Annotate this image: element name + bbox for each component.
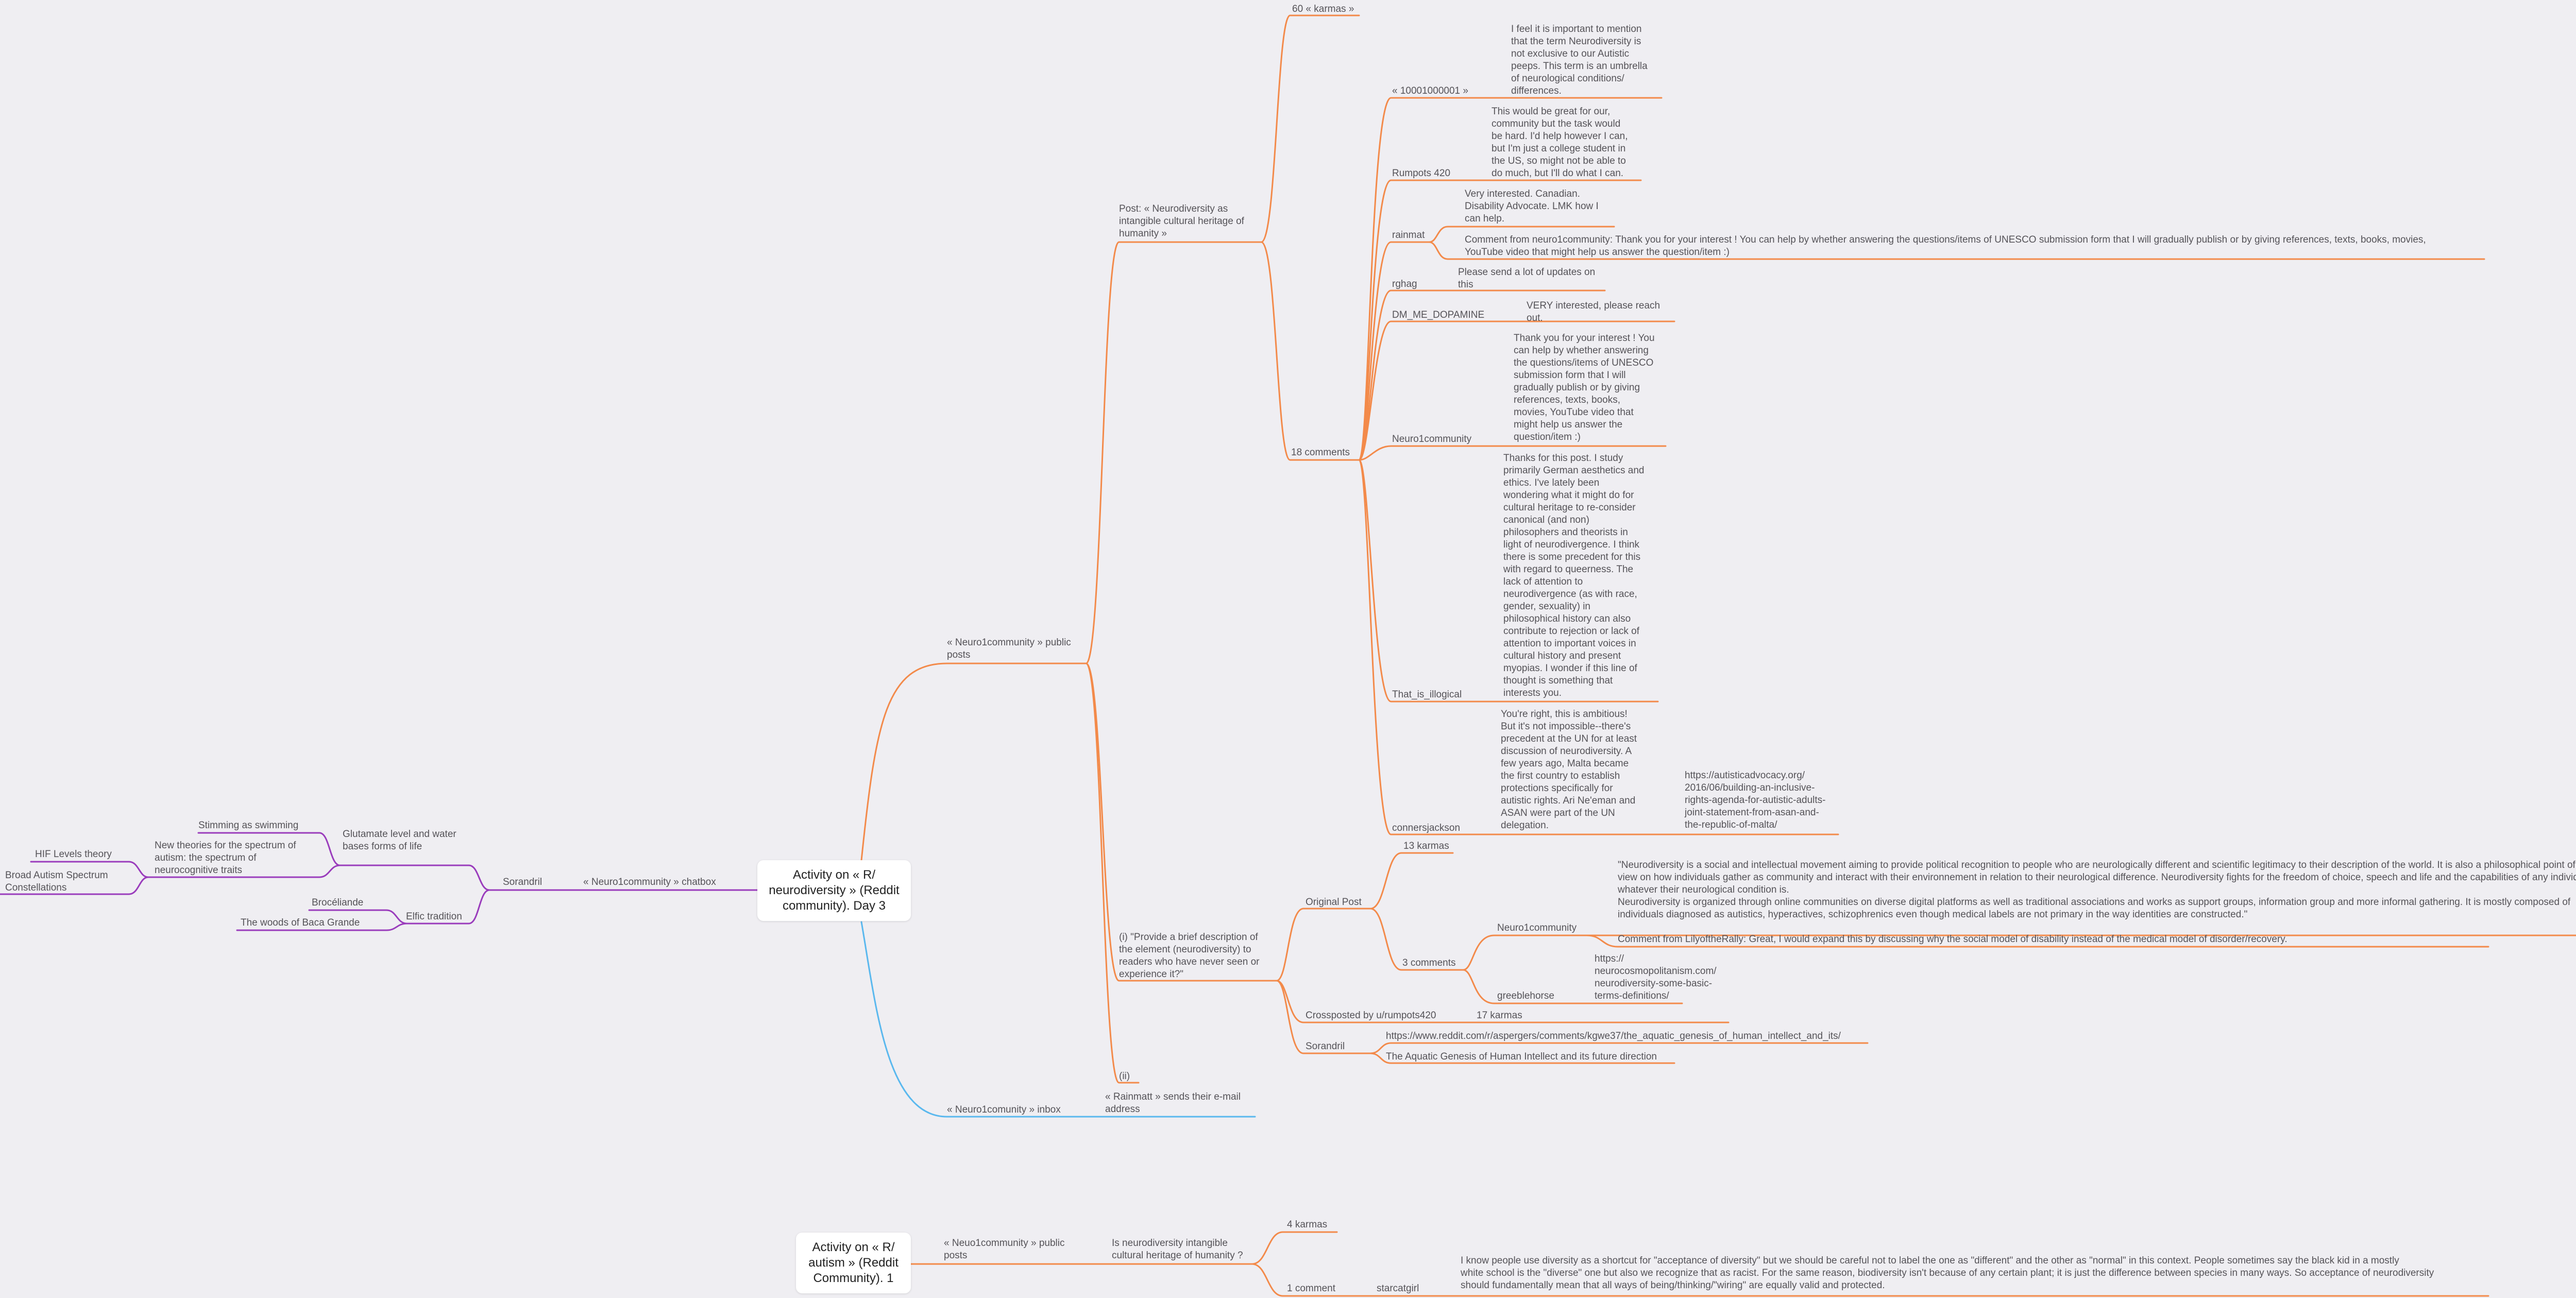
original-post-node[interactable]: Original Post	[1306, 897, 1362, 908]
comment-connersjackson: You're right, this is ambitious! But it'…	[1501, 709, 1637, 831]
comment-rghag: Please send a lot of updates on this	[1458, 267, 1596, 290]
karmas-60-node[interactable]: 60 « karmas »	[1292, 4, 1354, 14]
op-neuro1community-node[interactable]: Neuro1community	[1497, 923, 1577, 933]
sorandril-post-node[interactable]: Sorandril	[1306, 1041, 1345, 1052]
connector-public-posts-post	[1085, 241, 1262, 664]
map2-question-node[interactable]: Is neurodiversity intangible cultural he…	[1112, 1238, 1243, 1261]
connector-post-comments	[1260, 241, 1360, 461]
map2-starcatgirl-node[interactable]: starcatgirl	[1377, 1283, 1419, 1294]
map2-karmas-4-node[interactable]: 4 karmas	[1287, 1219, 1328, 1230]
map2-comment-1-node[interactable]: 1 comment	[1287, 1283, 1335, 1294]
hif-node[interactable]: HIF Levels theory	[35, 849, 112, 860]
connector-root-public-posts	[860, 662, 1087, 861]
connector-public-posts-ii	[1085, 662, 1140, 1084]
broad-node[interactable]: Broad Autism Spectrum Constellations	[5, 870, 108, 893]
commenter-neuro1community[interactable]: Neuro1community	[1392, 434, 1472, 445]
greeblehorse-link[interactable]: https:// neurocosmopolitanism.com/ neuro…	[1595, 953, 1717, 1001]
comment-rumpots: This would be great for our, community b…	[1492, 106, 1628, 179]
comment-neuro1community: Thank you for your interest ! You can he…	[1514, 333, 1655, 442]
inbox-node[interactable]: « Neuro1comunity » inbox	[947, 1104, 1061, 1115]
lily-comment: Comment from LilyoftheRally: Great, I wo…	[1618, 934, 2287, 945]
aquatic-link[interactable]: https://www.reddit.com/r/aspergers/comme…	[1386, 1031, 1841, 1041]
stimming-node[interactable]: Stimming as swimming	[198, 820, 299, 831]
karmas-17-node[interactable]: 17 karmas	[1477, 1010, 1522, 1021]
glutamate-node[interactable]: Glutamate level and water bases forms of…	[343, 829, 456, 852]
connector-post-karmas	[1260, 14, 1360, 243]
map2-starcatgirl-text: I know people use diversity as a shortcu…	[1461, 1255, 2434, 1291]
commenter-rainmat[interactable]: rainmat	[1392, 230, 1425, 241]
baca-node[interactable]: The woods of Baca Grande	[241, 917, 360, 928]
reply-rainmat: Comment from neuro1community: Thank you …	[1465, 234, 2426, 258]
comments-18-node[interactable]: 18 comments	[1291, 447, 1350, 458]
commenter-rghag[interactable]: rghag	[1392, 279, 1417, 289]
comment-that-is-illogical: Thanks for this post. I study primarily …	[1503, 453, 1645, 698]
new-theories-node[interactable]: New theories for the spectrum of autism:…	[155, 840, 296, 876]
greeblehorse-node[interactable]: greeblehorse	[1497, 990, 1554, 1001]
commenter-dm-me-dopamine[interactable]: DM_ME_DOPAMINE	[1392, 310, 1485, 320]
map2-public-posts-node[interactable]: « Neuo1community » public posts	[944, 1238, 1065, 1261]
broceliande-node[interactable]: Brocéliande	[312, 897, 364, 908]
root-node-neurodiversity[interactable]: Activity on « R/ neurodiversity » (Reddi…	[757, 860, 911, 921]
sorandril-chat-node[interactable]: Sorandril	[503, 877, 543, 887]
public-posts-node[interactable]: « Neuro1community » public posts	[947, 637, 1071, 660]
op-neuro1community-text: "Neurodiversity is a social and intellec…	[1618, 860, 2576, 920]
root-node-autism[interactable]: Activity on « R/ autism » (Reddit Commun…	[796, 1233, 911, 1293]
ii-node[interactable]: (ii)	[1119, 1071, 1130, 1082]
connector-root-inbox	[860, 921, 1256, 1118]
elfic-node[interactable]: Elfic tradition	[406, 911, 462, 922]
crossposted-node[interactable]: Crossposted by u/rumpots420	[1306, 1010, 1436, 1021]
rainmatt-email-node[interactable]: « Rainmatt » sends their e-mail address	[1105, 1091, 1241, 1115]
karmas-13-node[interactable]: 13 karmas	[1403, 841, 1449, 851]
commenter-connersjackson[interactable]: connersjackson	[1392, 823, 1461, 833]
commenter-rumpots[interactable]: Rumpots 420	[1392, 168, 1451, 179]
comment-dm-me-dopamine: VERY interested, please reach out.	[1527, 300, 1660, 323]
comment-10001000001: I feel it is important to mention that t…	[1511, 24, 1648, 96]
comment-rainmat: Very interested. Canadian. Disability Ad…	[1465, 189, 1599, 224]
provide-brief-node[interactable]: (i) "Provide a brief description of the …	[1119, 932, 1260, 980]
post-neurodiversity-node[interactable]: Post: « Neurodiversity as intangible cul…	[1119, 203, 1244, 239]
commenter-that-is-illogical[interactable]: That_is_illogical	[1392, 689, 1462, 700]
chatbox-node[interactable]: « Neuro1community » chatbox	[583, 877, 716, 887]
commenter-10001000001[interactable]: « 10001000001 »	[1392, 86, 1468, 96]
comments-3-node[interactable]: 3 comments	[1402, 958, 1456, 968]
aquatic-title[interactable]: The Aquatic Genesis of Human Intellect a…	[1386, 1051, 1657, 1062]
link-connersjackson[interactable]: https://autisticadvocacy.org/ 2016/06/bu…	[1685, 770, 1826, 830]
